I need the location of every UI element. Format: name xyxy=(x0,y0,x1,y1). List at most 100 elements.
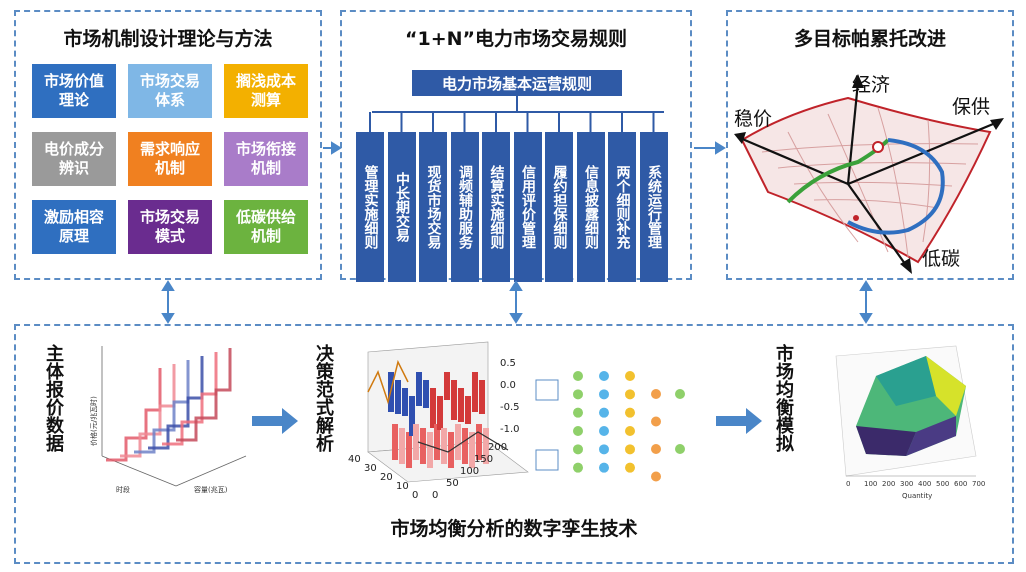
decision-bar-top xyxy=(395,380,401,414)
rule-item: 管理实施细则 xyxy=(356,132,384,282)
mechanism-tile: 市场交易模式 xyxy=(128,200,212,254)
decision-y-tick: 150 xyxy=(474,454,493,465)
trading-rules-title: “1+N”电力市场交易规则 xyxy=(404,28,628,50)
nn-node xyxy=(625,462,635,473)
nn-node xyxy=(675,389,685,399)
decision-y-tick: 100 xyxy=(460,466,479,477)
decision-bar-top xyxy=(479,380,485,414)
mechanism-tile: 低碳供给机制 xyxy=(224,200,308,254)
decision-bar-top xyxy=(430,388,436,428)
decision-bar-top xyxy=(444,372,450,400)
digital-twin-title: 市场均衡分析的数字孪生技术 xyxy=(390,518,638,540)
axis-supply-label: 保供 xyxy=(952,96,991,118)
decision-bar-bottom xyxy=(413,424,419,460)
flow-arrow-2 xyxy=(716,408,762,434)
nn-node xyxy=(651,444,661,454)
decision-z-tick: 0.0 xyxy=(500,380,516,391)
nn-node xyxy=(573,444,583,455)
eq-x-tick: 700 xyxy=(972,480,985,488)
decision-bar-top xyxy=(409,396,415,436)
decision-bar-bottom xyxy=(455,424,461,460)
step-equilibrium-sim: 市场均衡模拟 xyxy=(773,344,794,452)
decision-bar-bottom xyxy=(462,428,468,464)
nn-node xyxy=(573,462,583,473)
nn-node xyxy=(651,416,661,427)
rule-item: 调频辅助服务 xyxy=(450,132,479,282)
nn-node xyxy=(599,407,609,418)
decision-bar-top xyxy=(451,380,457,420)
eq-x-tick: 200 xyxy=(882,480,895,488)
nn-node xyxy=(625,444,635,455)
rule-item: 结算实施细则 xyxy=(482,132,510,282)
flow-arrow-1 xyxy=(252,408,298,434)
nn-node xyxy=(599,426,609,436)
nn-node xyxy=(599,444,609,455)
bid-plot-xlabel-time: 时段 xyxy=(116,485,130,494)
pareto-surface-diagram xyxy=(734,74,1004,274)
decision-bar-bottom xyxy=(476,424,482,460)
axis-lowcarbon-label: 低碳 xyxy=(922,248,961,270)
decision-bar-bottom xyxy=(469,432,475,468)
axis-economy-label: 经济 xyxy=(852,74,891,96)
market-mechanism-title: 市场机制设计理论与方法 xyxy=(63,28,273,50)
bid-data-plot: 价格(元/兆瓦时) 时段 容量(兆瓦) xyxy=(89,346,247,494)
nn-node xyxy=(573,371,583,381)
decision-bar-top xyxy=(472,372,478,412)
rule-item: 中长期交易 xyxy=(387,132,416,282)
nn-node xyxy=(675,444,685,454)
decision-x-tick: 0 xyxy=(412,490,418,501)
decision-bar-bottom xyxy=(434,424,440,460)
rule-item: 信息披露细则 xyxy=(576,132,605,282)
decision-bar-top xyxy=(423,380,429,408)
pareto-title: 多目标帕累托改进 xyxy=(793,28,946,50)
market-mechanism-panel: 市场机制设计理论与方法 市场价值理论市场交易体系搁浅成本测算电价成分辨识需求响应… xyxy=(14,10,322,280)
neural-network-diagram xyxy=(535,371,685,482)
nn-node xyxy=(573,389,583,400)
nn-node xyxy=(651,389,661,399)
nn-node xyxy=(599,462,609,473)
decision-z-tick: 0.5 xyxy=(500,358,516,369)
mechanism-tile: 激励相容原理 xyxy=(32,200,116,254)
decision-z-tick: -1.0 xyxy=(500,424,520,435)
decision-bar-bottom xyxy=(406,432,412,468)
rule-item: 系统运行管理 xyxy=(639,132,668,282)
decision-bar-bottom xyxy=(420,428,426,464)
decision-bar-bottom xyxy=(483,428,489,464)
decision-y-tick: 200 xyxy=(488,442,507,453)
eq-x-tick: 500 xyxy=(936,480,949,488)
step-decision-analysis: 决策范式解析 xyxy=(313,344,334,452)
nn-node xyxy=(625,407,635,418)
eq-x-tick: 100 xyxy=(864,480,877,488)
mechanism-tile: 市场衔接机制 xyxy=(224,132,308,186)
eq-x-tick: 600 xyxy=(954,480,967,488)
eq-x-tick: 300 xyxy=(900,480,913,488)
bid-curve xyxy=(106,368,162,462)
decision-z-tick: -0.5 xyxy=(500,402,520,413)
decision-bar-top xyxy=(402,388,408,416)
mechanism-tile: 市场交易体系 xyxy=(128,64,212,118)
trading-rules-panel: “1+N”电力市场交易规则 电力市场基本运营规则 管理实施细则中长期交易现货市场… xyxy=(340,10,692,282)
eq-x-tick: 0 xyxy=(846,480,850,488)
decision-y-tick: 50 xyxy=(446,478,459,489)
decision-x-tick: 40 xyxy=(348,454,361,465)
eq-x-tick: 400 xyxy=(918,480,931,488)
nn-node xyxy=(625,389,635,400)
decision-bar-bottom xyxy=(427,432,433,468)
rules-connector-lines xyxy=(369,96,664,132)
rule-item: 现货市场交易 xyxy=(419,132,447,282)
rule-item: 两个细则补充 xyxy=(608,132,636,282)
decision-bar-bottom xyxy=(441,428,447,464)
nn-node xyxy=(573,426,583,436)
mechanism-tile: 搁浅成本测算 xyxy=(224,64,308,118)
mechanism-tile: 需求响应机制 xyxy=(128,132,212,186)
nn-node xyxy=(625,371,635,381)
decision-bar-top xyxy=(416,372,422,406)
nn-node xyxy=(651,471,661,482)
rule-item: 履约担保细则 xyxy=(545,132,573,282)
bid-plot-xlabel-capacity: 容量(兆瓦) xyxy=(194,485,228,494)
nn-node xyxy=(625,426,635,436)
